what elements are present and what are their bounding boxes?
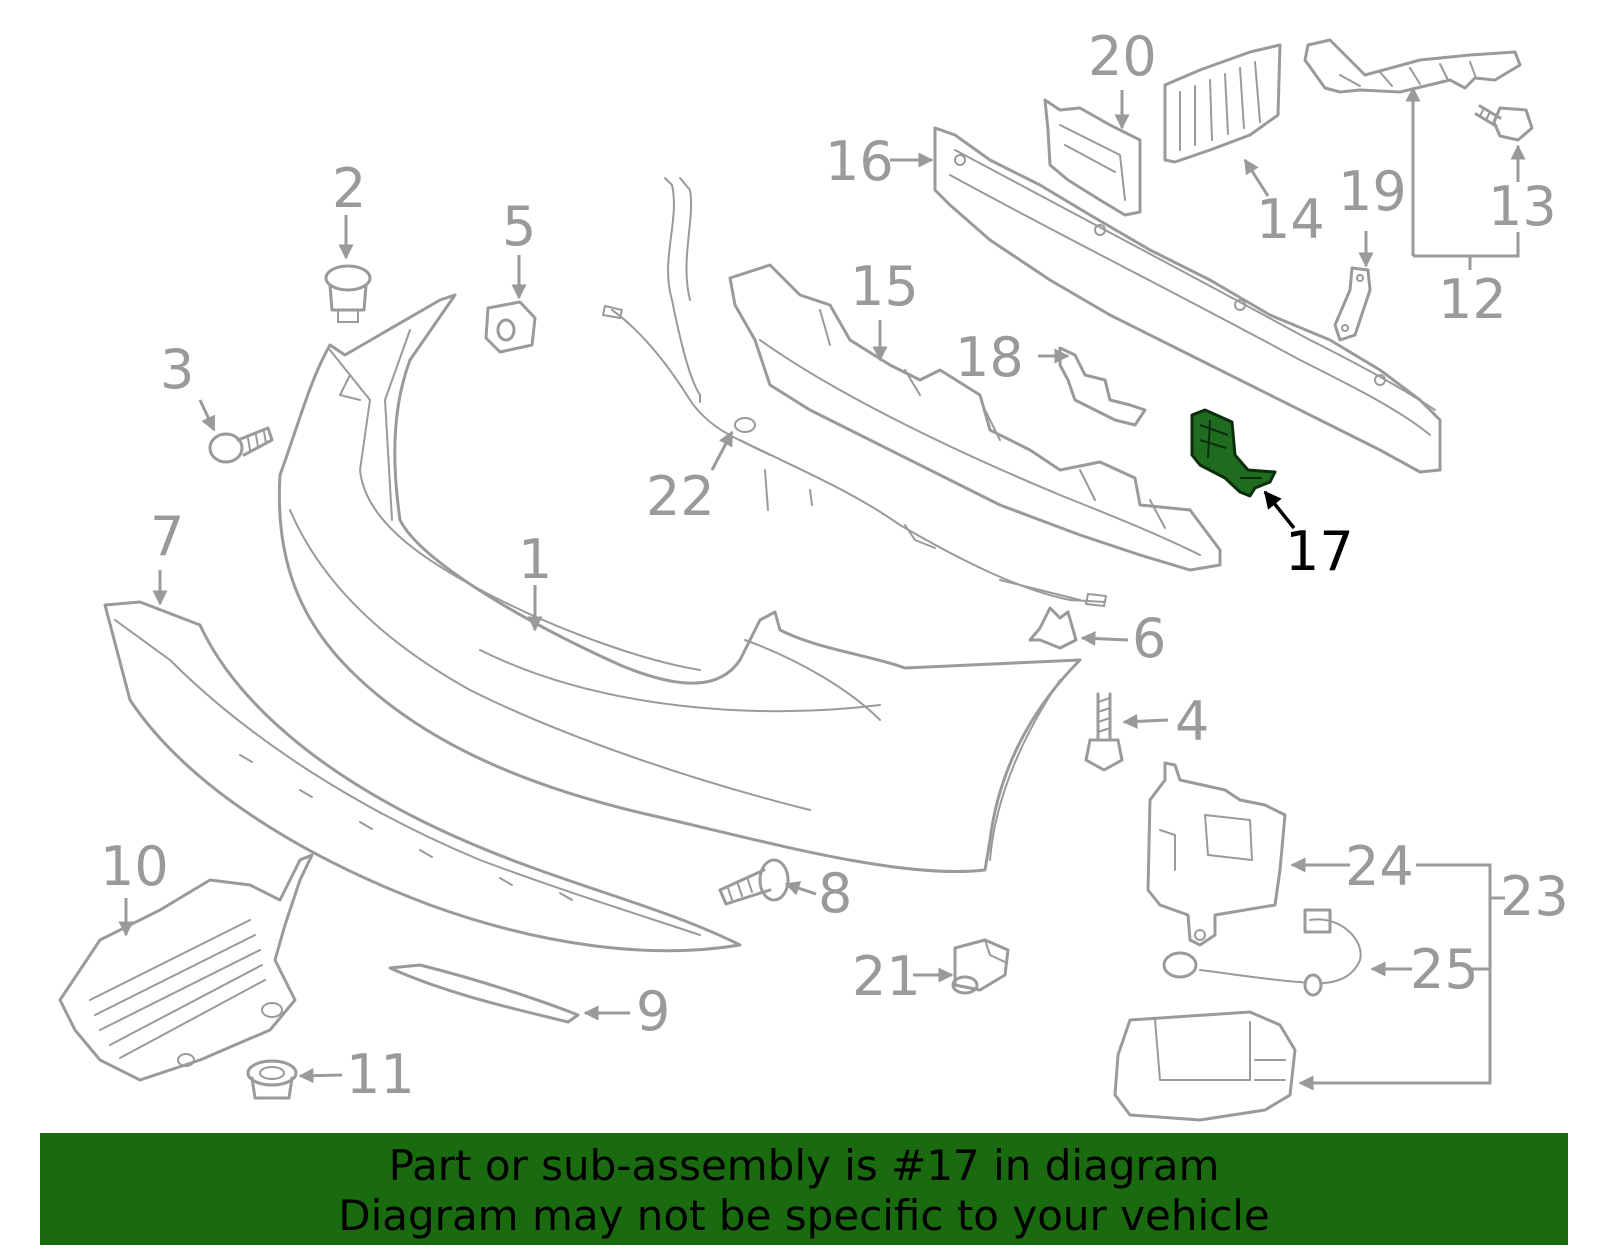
part-25-sensor-wire[interactable] [1162, 908, 1362, 997]
part-17-bracket-highlighted[interactable] [1190, 408, 1277, 498]
callout-6[interactable]: 6 [1132, 607, 1166, 670]
callout-12[interactable]: 12 [1438, 268, 1507, 331]
part-24-module-bracket[interactable] [1146, 761, 1287, 947]
part-9-reflector-strip[interactable] [388, 963, 580, 1024]
part-6-clip[interactable] [1028, 606, 1078, 650]
callout-8[interactable]: 8 [818, 862, 852, 925]
banner-line-part-reference: Part or sub-assembly is #17 in diagram [388, 1141, 1220, 1190]
part-19-small-bracket[interactable] [1333, 266, 1372, 342]
callout-25[interactable]: 25 [1410, 938, 1479, 1001]
part-14-absorber-block[interactable] [1163, 43, 1282, 164]
info-banner: Part or sub-assembly is #17 in diagram D… [40, 1133, 1568, 1245]
part-18-clip-bracket[interactable] [1058, 346, 1147, 427]
callout-18[interactable]: 18 [955, 326, 1024, 389]
callout-10[interactable]: 10 [100, 835, 169, 898]
callout-15[interactable]: 15 [850, 255, 919, 318]
callout-11[interactable]: 11 [346, 1043, 415, 1106]
callout-5[interactable]: 5 [502, 195, 536, 258]
callout-16[interactable]: 16 [825, 130, 894, 193]
callout-14[interactable]: 14 [1256, 188, 1325, 251]
callout-13[interactable]: 13 [1488, 175, 1557, 238]
leader-lines [118, 86, 1526, 1091]
callout-21[interactable]: 21 [852, 945, 921, 1008]
part-7-lower-valance[interactable] [103, 600, 742, 953]
callout-1[interactable]: 1 [518, 528, 552, 591]
part-5-grommet[interactable] [484, 300, 537, 354]
callout-labels: 1 2 3 4 5 6 7 8 9 10 11 12 13 14 15 16 1… [100, 25, 1569, 1106]
part-22-wiring-harness[interactable] [602, 177, 1107, 607]
part-23-control-module[interactable] [1113, 1010, 1297, 1122]
part-3-screw[interactable] [208, 426, 274, 464]
part-15-energy-absorber[interactable] [728, 263, 1222, 572]
part-8-push-pin[interactable] [718, 858, 790, 906]
callout-9[interactable]: 9 [636, 980, 670, 1043]
callout-17[interactable]: 17 [1285, 520, 1354, 583]
part-12-side-bracket[interactable] [1303, 38, 1522, 94]
part-21-parking-sensor[interactable] [951, 938, 1010, 995]
part-2-push-clip[interactable] [324, 264, 372, 323]
callout-7[interactable]: 7 [150, 505, 184, 568]
callout-2[interactable]: 2 [332, 157, 366, 220]
callout-19[interactable]: 19 [1338, 160, 1407, 223]
callout-22[interactable]: 22 [646, 465, 715, 528]
part-16-reinforcement-beam[interactable] [933, 126, 1442, 474]
banner-line-disclaimer: Diagram may not be specific to your vehi… [338, 1191, 1270, 1240]
callout-3[interactable]: 3 [160, 338, 194, 401]
callout-24[interactable]: 24 [1345, 835, 1414, 898]
callout-20[interactable]: 20 [1088, 25, 1157, 88]
part-13-bolt[interactable] [1474, 104, 1534, 142]
callout-23[interactable]: 23 [1500, 865, 1569, 928]
part-1-bumper-cover[interactable] [277, 293, 1082, 874]
part-10-splash-shield[interactable] [58, 853, 314, 1082]
part-4-bolt[interactable] [1084, 692, 1124, 772]
callout-4[interactable]: 4 [1175, 690, 1209, 753]
part-11-grommet[interactable] [246, 1059, 298, 1100]
part-20-bracket[interactable] [1043, 98, 1142, 217]
